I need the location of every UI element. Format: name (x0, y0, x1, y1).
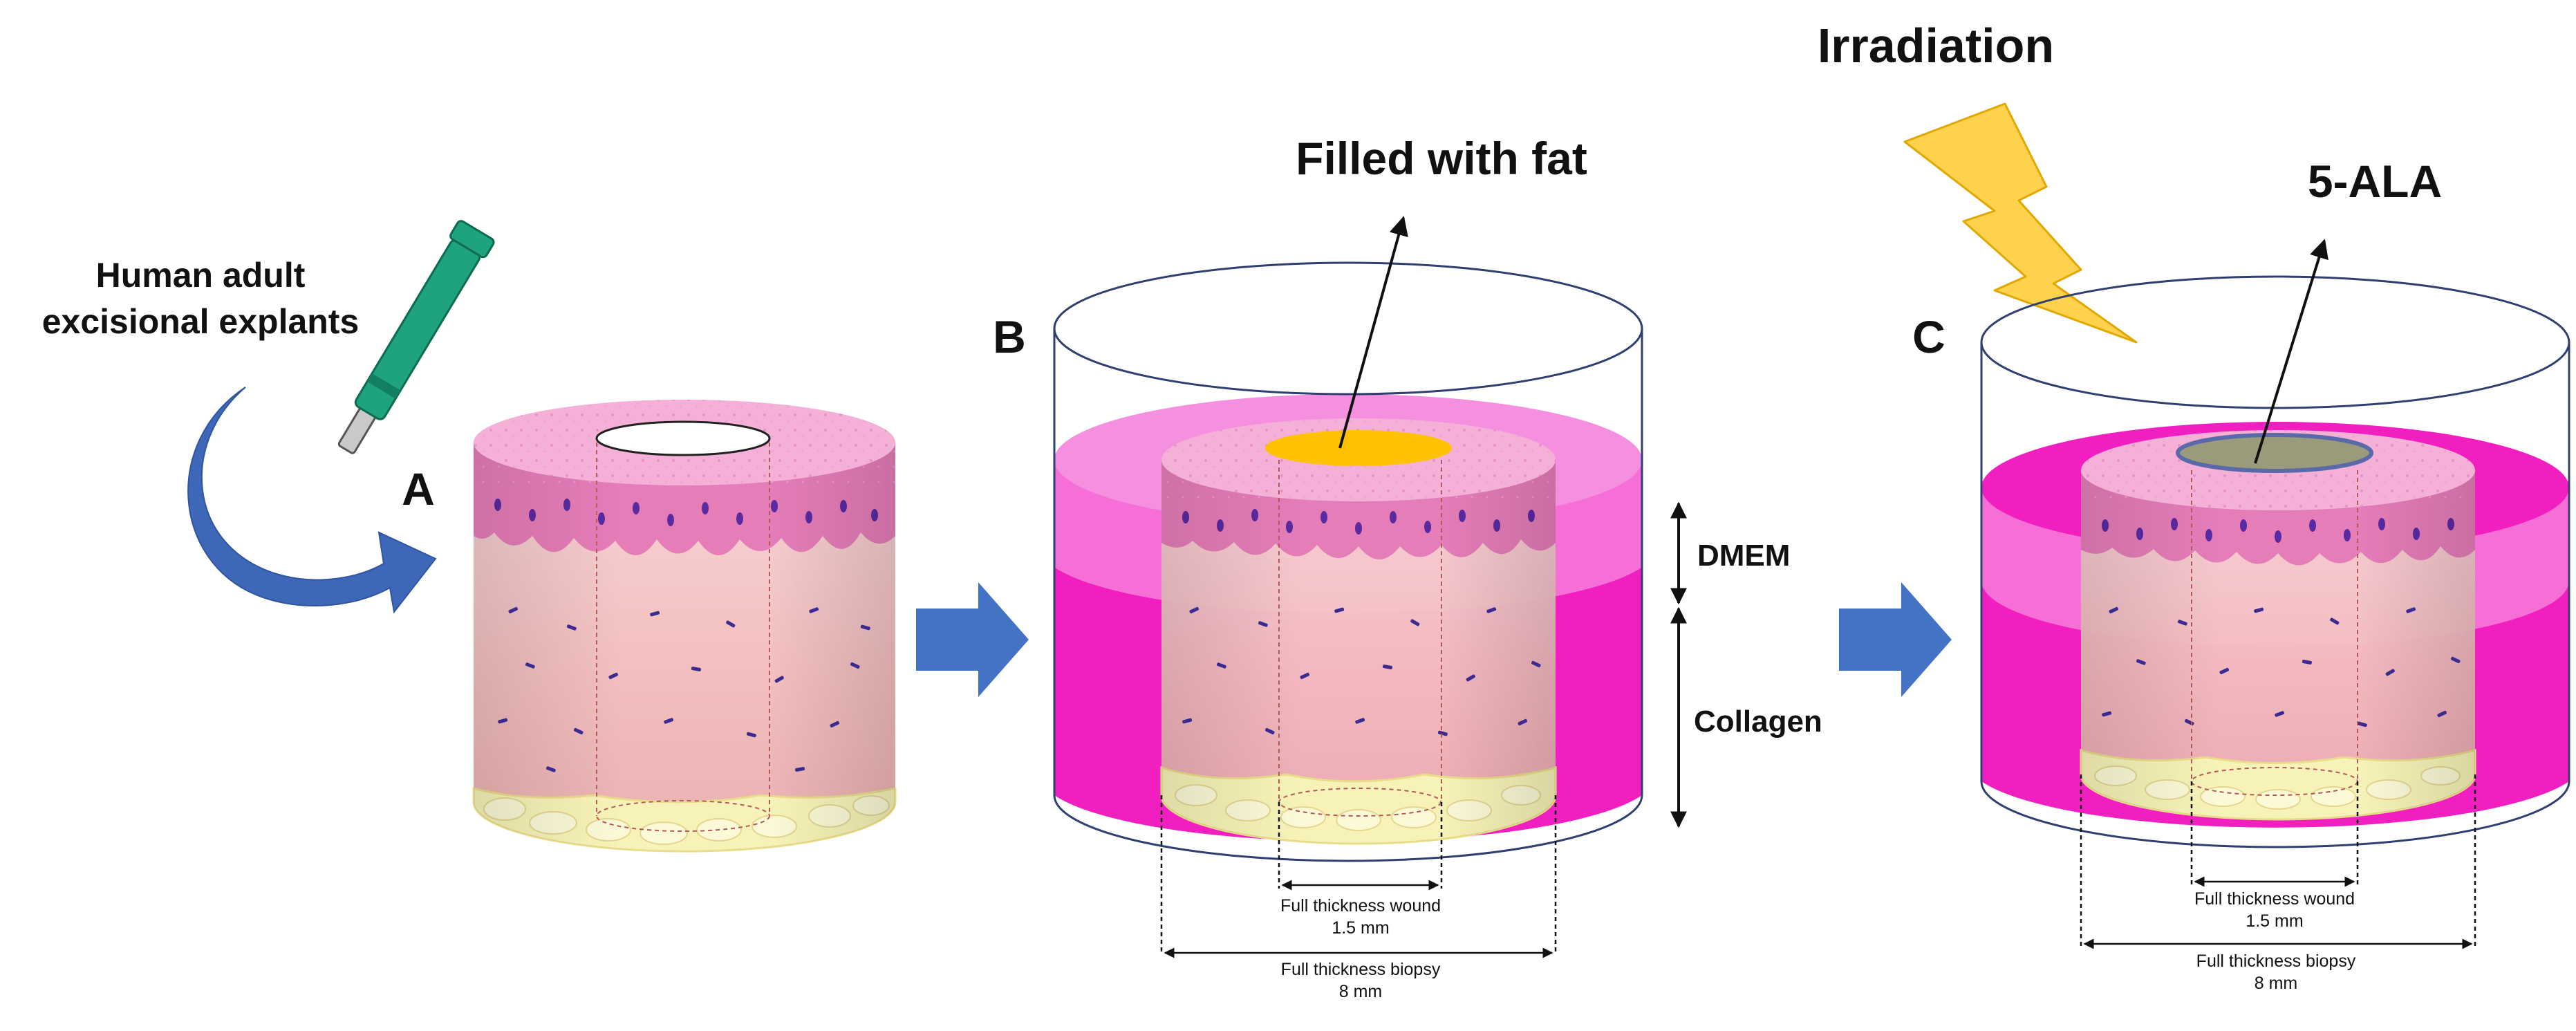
wound-outline-a (596, 443, 770, 832)
skin-cylinder-a (472, 400, 897, 853)
biopsy-size-label-c: Full thickness biopsy (2196, 951, 2356, 971)
explant-label: Human adult excisional explants (42, 256, 360, 341)
irradiation-label: Irradiation (1818, 19, 2054, 73)
curved-arrow-icon (187, 387, 437, 614)
culture-well-c (1980, 239, 2570, 848)
filled-with-fat-label: Filled with fat (1296, 133, 1587, 184)
panel-label-a: A (402, 463, 435, 514)
wound-hole-a (595, 420, 771, 456)
biopsy-size-label-b: Full thickness biopsy (1281, 960, 1441, 979)
wound-size-value-c: 1.5 mm (2246, 911, 2303, 931)
fat-pointer-arrow (1338, 216, 1408, 449)
wound-size-value-b: 1.5 mm (1332, 918, 1389, 938)
dimension-lines-c (2080, 774, 2476, 949)
wound-size-label-c: Full thickness wound (2194, 889, 2355, 909)
dimension-lines-b (1160, 795, 1557, 958)
fat-filled-wound-b (1265, 430, 1452, 466)
biopsy-size-value-c: 8 mm (2255, 974, 2298, 993)
biopsy-punch-icon (337, 220, 495, 454)
well-rim-b (1053, 261, 1643, 396)
collagen-label: Collagen (1694, 705, 1822, 739)
culture-well-b (1053, 216, 1643, 862)
block-arrow-icon-2 (1839, 582, 1952, 697)
panel-label-b: B (993, 311, 1026, 362)
lightning-bolt-icon (1903, 102, 2138, 344)
ala-pointer-arrow (2254, 239, 2328, 464)
ala-label: 5-ALA (2308, 156, 2442, 207)
dmem-label: DMEM (1697, 539, 1790, 573)
biopsy-size-value-b: 8 mm (1339, 982, 1383, 1001)
explant-label-line2: excisional explants (42, 302, 360, 341)
well-rim-c (1980, 275, 2570, 409)
block-arrow-icon-1 (916, 582, 1029, 697)
explant-label-line1: Human adult (96, 256, 306, 295)
panel-label-c: C (1912, 311, 1945, 362)
ala-filled-wound-c (2176, 433, 2373, 473)
fibroblast-cells-a (498, 606, 870, 772)
wound-size-label-b: Full thickness wound (1280, 896, 1441, 916)
